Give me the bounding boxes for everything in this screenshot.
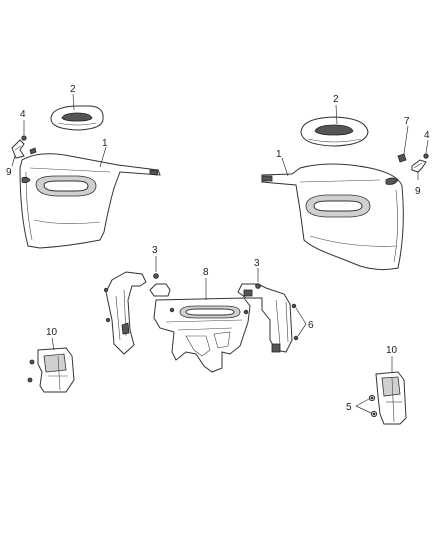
part-9-right-bracket [411,159,427,173]
part-4-left-fastener [21,135,37,155]
callout-9-right: 9 [415,186,421,197]
callout-5: 5 [346,402,352,413]
part-6-screws [291,303,299,341]
callout-6: 6 [308,320,314,331]
callout-7: 7 [404,116,410,127]
callout-9-left: 9 [6,167,12,178]
part-2-left-dome-lamp [50,105,104,131]
part-9-left-bracket [11,139,25,159]
part-3-left-fastener [153,273,159,279]
callout-4-left: 4 [20,109,26,120]
part-8-center-frame [105,271,293,373]
callout-4-right: 4 [424,130,430,141]
callout-8: 8 [203,267,209,278]
callout-1-left: 1 [102,138,108,149]
callout-3-right: 3 [254,258,260,269]
part-10-left-fasteners [27,359,35,383]
callout-2-left: 2 [70,84,76,95]
callout-10-left: 10 [46,327,58,338]
part-1-right-quarter-panel [261,163,404,271]
frame-screws-left [104,287,111,322]
callout-3-left: 3 [152,245,158,256]
part-10-right-bracket [375,371,407,425]
part-1-left-quarter-panel [19,153,161,249]
callout-1-right: 1 [276,149,282,160]
part-3-right-fastener [255,283,261,289]
callout-2-right: 2 [333,94,339,105]
part-5-fasteners [368,394,378,418]
part-10-left-bracket [37,347,75,393]
part-7-right-clip [397,153,407,163]
part-2-right-dome-lamp [300,116,369,147]
part-4-right-fastener [423,153,429,159]
callout-10-right: 10 [386,345,398,356]
